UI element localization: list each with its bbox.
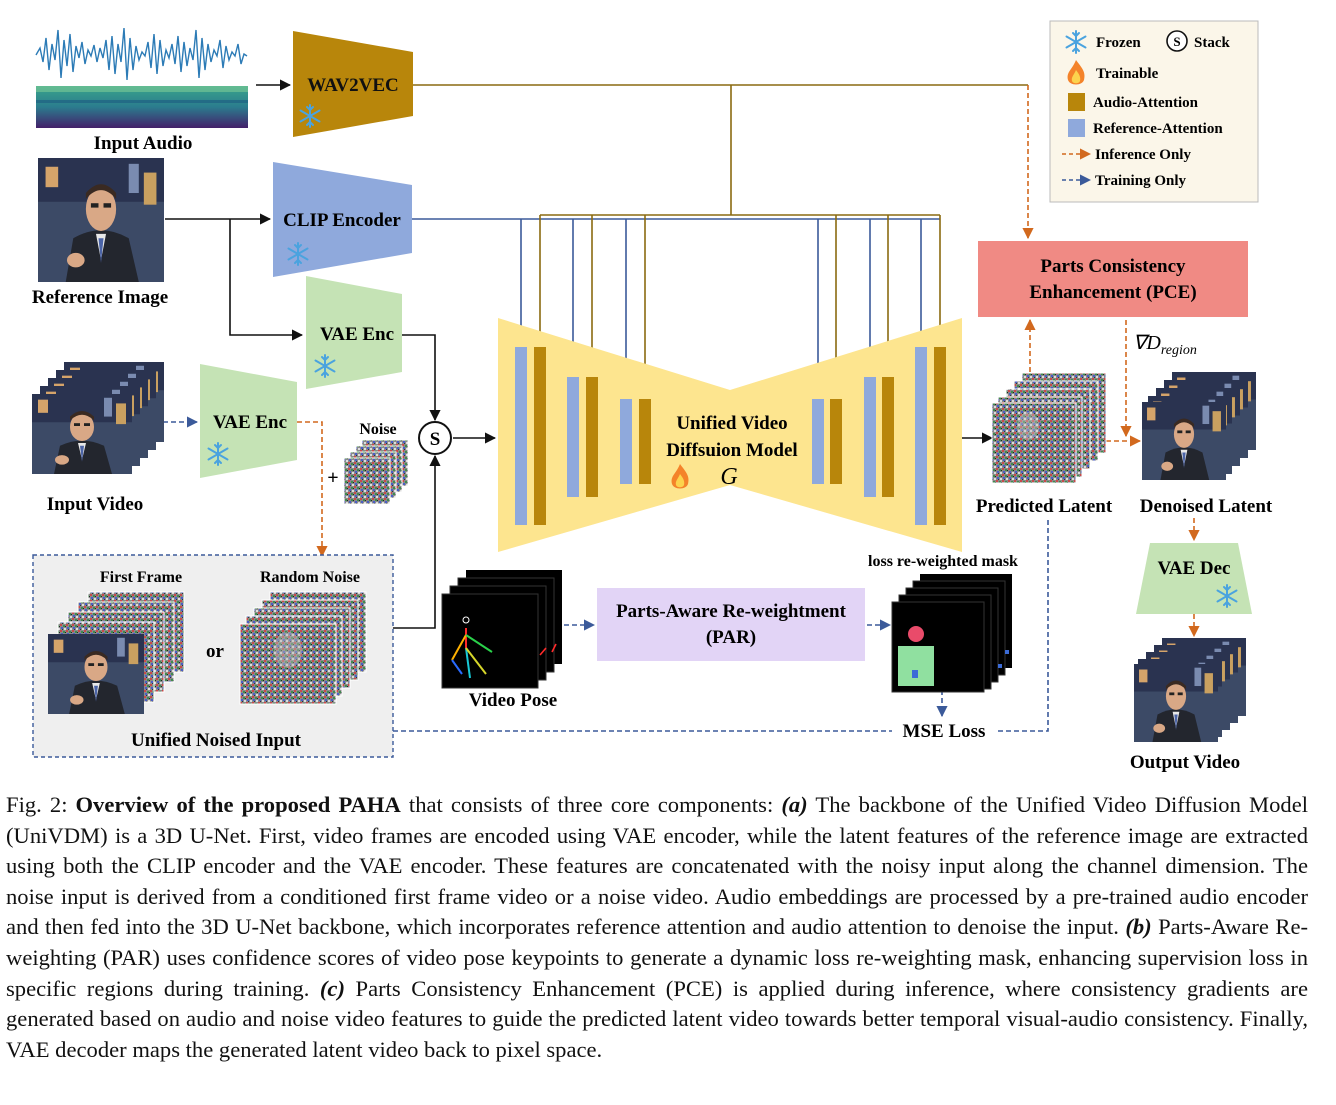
parts-aware-reweighting: Parts-Aware Re-weightment (PAR) xyxy=(597,588,865,661)
predicted-latent-label: Predicted Latent xyxy=(976,496,1113,517)
stack-symbol: S xyxy=(430,429,441,450)
legend-trainable: Trainable xyxy=(1096,66,1159,82)
pce-label-line2: Enhancement (PCE) xyxy=(1029,282,1196,303)
audio-attention-blocks xyxy=(534,347,946,525)
method-overview-figure: Input Audio WAV2VEC Reference Image CLIP… xyxy=(32,20,1273,773)
input-video: Input Video xyxy=(32,362,164,515)
video-pose: Video Pose xyxy=(441,570,562,711)
output-video-label: Output Video xyxy=(1130,752,1240,773)
wav2vec-encoder: WAV2VEC xyxy=(293,31,413,137)
caption-part-a: (a) xyxy=(781,792,808,817)
caption-part-b: (b) xyxy=(1125,914,1152,940)
reference-image-label: Reference Image xyxy=(32,287,168,308)
legend-stack: Stack xyxy=(1194,35,1230,51)
vae-enc-label: VAE Enc xyxy=(320,324,394,345)
legend-audio-attention: Audio-Attention xyxy=(1093,95,1199,111)
reference-image: Reference Image xyxy=(32,158,168,308)
clip-encoder-label: CLIP Encoder xyxy=(283,210,401,231)
first-frame-stack xyxy=(48,591,185,714)
mse-loss-label: MSE Loss xyxy=(903,721,986,742)
pce-label-line1: Parts Consistency xyxy=(1040,256,1186,277)
parts-consistency-enhancement: Parts Consistency Enhancement (PCE) xyxy=(978,241,1248,317)
input-audio: Input Audio xyxy=(35,27,248,154)
clip-encoder: CLIP Encoder xyxy=(273,162,412,277)
vae-decoder: VAE Dec xyxy=(1136,543,1252,614)
noise-input: Noise + xyxy=(327,421,409,505)
noised-input-to-stack-arrow xyxy=(393,454,441,629)
denoised-latent-label: Denoised Latent xyxy=(1140,496,1273,517)
univdm-label-line1: Unified Video xyxy=(676,413,787,434)
legend-stack-icon xyxy=(1166,30,1188,52)
refvae-to-stack-arrow xyxy=(402,334,441,422)
plus-sign: + xyxy=(327,467,338,489)
caption-part-c: (c) xyxy=(319,975,345,1001)
legend-audio-attention-swatch xyxy=(1068,93,1085,111)
caption-label: Fig. 2: xyxy=(6,792,68,817)
par-label-line2: (PAR) xyxy=(706,627,756,648)
loss-from-predicted-latent xyxy=(998,520,1049,732)
univdm-symbol: G xyxy=(720,464,737,490)
predicted-latent: Predicted Latent xyxy=(976,372,1113,517)
unified-noised-input: First Frame Random Noise or Unified Nois… xyxy=(32,554,394,758)
legend-frozen: Frozen xyxy=(1096,35,1141,51)
univdm-label-line2: Diffsuion Model xyxy=(666,440,797,461)
videovae-to-noised-input-arrow xyxy=(297,421,328,558)
figure-caption: Fig. 2:Overview of the proposed PAHA tha… xyxy=(6,792,1308,1062)
or-label: or xyxy=(206,641,225,662)
audio-spectrogram xyxy=(36,86,248,128)
audio-waveform xyxy=(35,27,248,81)
legend-training-only: Training Only xyxy=(1095,173,1186,189)
output-video: Output Video xyxy=(1130,638,1246,773)
reference-attention-blocks xyxy=(515,347,927,525)
legend-reference-attention: Reference-Attention xyxy=(1093,121,1223,137)
ref-to-vae-arrow xyxy=(229,219,304,341)
first-frame-label: First Frame xyxy=(100,569,182,586)
stack-operator: S xyxy=(418,421,452,455)
random-noise-stack xyxy=(239,591,367,705)
loss-reweighted-mask: loss re-weighted mask xyxy=(868,553,1018,693)
loss-mask-label: loss re-weighted mask xyxy=(868,553,1018,570)
par-label-line1: Parts-Aware Re-weightment xyxy=(616,601,847,622)
vae-encoder-video: VAE Enc xyxy=(200,364,297,478)
denoised-latent: Denoised Latent xyxy=(1140,372,1273,517)
vae-dec-label: VAE Dec xyxy=(1157,558,1230,579)
caption-title: Overview of the proposed PAHA xyxy=(75,792,401,817)
random-noise-label: Random Noise xyxy=(260,569,360,586)
video-pose-label: Video Pose xyxy=(469,690,557,711)
input-audio-label: Input Audio xyxy=(94,133,193,154)
wav2vec-label: WAV2VEC xyxy=(307,75,399,96)
unified-noised-input-label: Unified Noised Input xyxy=(131,730,302,751)
svg-text:S: S xyxy=(1173,34,1180,49)
legend-inference-only: Inference Only xyxy=(1095,147,1191,163)
legend-reference-attention-swatch xyxy=(1068,119,1085,137)
noise-label: Noise xyxy=(359,421,396,438)
input-video-label: Input Video xyxy=(47,494,144,515)
vae-enc-video-label: VAE Enc xyxy=(213,412,287,433)
unified-video-diffusion-model: Unified Video Diffsuion Model G xyxy=(498,318,962,552)
gradient-label: ∇Dregion xyxy=(1133,332,1197,358)
vae-encoder-reference: VAE Enc xyxy=(306,276,402,389)
legend: Frozen S Stack Trainable Audio-Attention… xyxy=(1049,20,1259,203)
pose-skeleton xyxy=(451,616,493,679)
